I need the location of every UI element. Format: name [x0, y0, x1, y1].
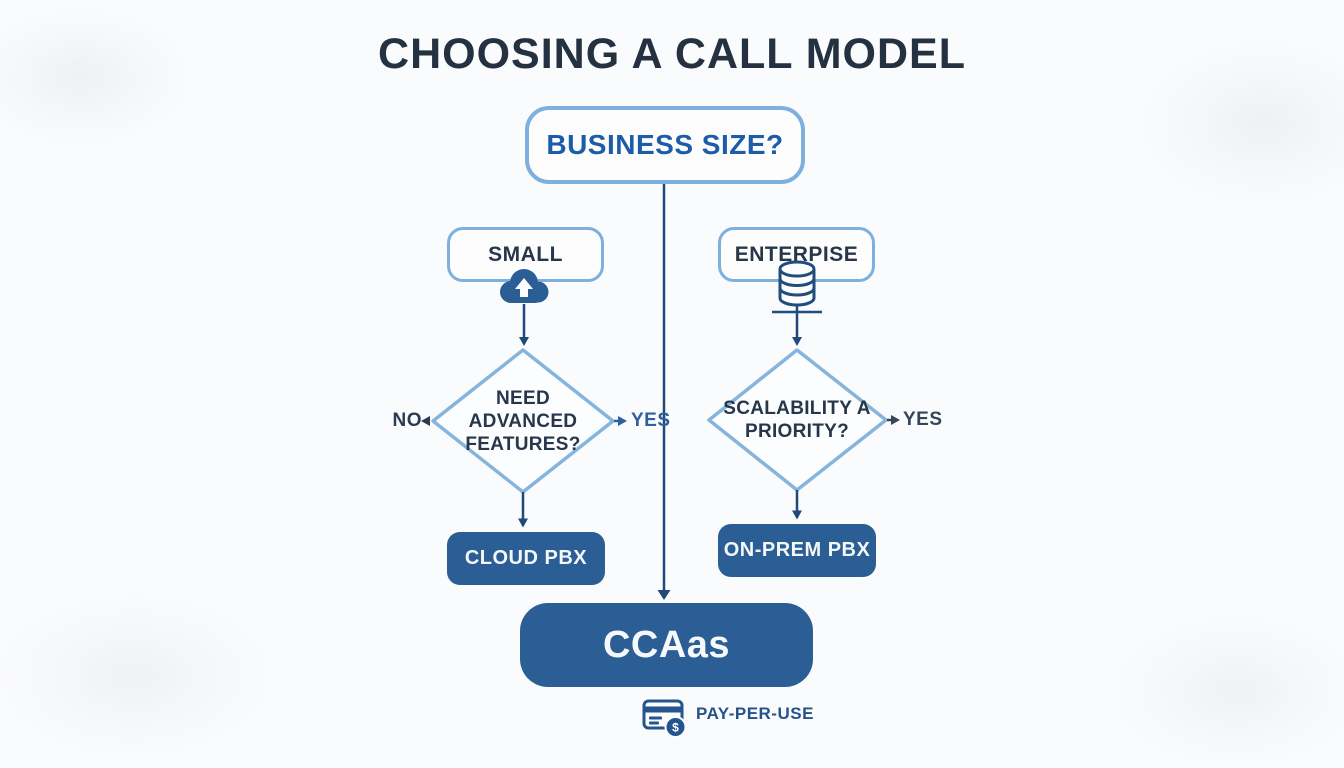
decision-scalability-line2: PRIORITY? [744, 421, 850, 442]
decision-features-text: NEED ADVANCED FEATURES? [433, 387, 613, 456]
node-ccaas-label: CCAas [602, 623, 731, 666]
node-cloud-pbx: CLOUD PBX [447, 532, 605, 585]
arrowhead-yes-right-icon [891, 415, 900, 425]
node-enterprise-label: ENTERPISE [734, 242, 859, 266]
decision-scalability-text: SCALABILITY A PRIORITY? [707, 397, 887, 443]
decision-features-line1: NEED [496, 388, 550, 409]
arrowhead-yes-left-icon [618, 416, 627, 426]
dollar-sign-glyph: $ [672, 721, 679, 735]
cloud-upload-icon [500, 269, 549, 303]
decision-features-line3: FEATURES? [465, 434, 581, 455]
edge-label-no: NO [392, 410, 422, 431]
decision-features-line2: ADVANCED [468, 411, 578, 432]
node-onprem-pbx: ON-PREM PBX [718, 524, 876, 577]
node-business-size: BUSINESS SIZE? [525, 106, 805, 184]
node-onprem-pbx-label: ON-PREM PBX [723, 539, 871, 561]
arrowhead-onprem-icon [792, 510, 802, 520]
arrowhead-trunk-down-icon [657, 590, 671, 600]
page-title: CHOOSING A CALL MODEL [378, 30, 966, 78]
node-cloud-pbx-label: CLOUD PBX [464, 547, 588, 569]
node-small-label: SMALL [488, 242, 563, 266]
credit-card-dollar-icon: $ [642, 699, 687, 738]
arrowhead-right-diamond-icon [792, 337, 802, 346]
edge-label-yes-right: YES [903, 409, 943, 430]
edge-label-yes-left: YES [631, 410, 671, 431]
node-ccaas: CCAas [520, 603, 813, 687]
pay-per-use-label: PAY-PER-USE [696, 704, 814, 723]
node-business-size-label: BUSINESS SIZE? [546, 129, 784, 160]
arrowhead-cloudpbx-icon [518, 518, 528, 528]
database-icon [772, 260, 822, 314]
decision-scalability-line1: SCALABILITY A [723, 398, 871, 419]
arrowhead-no-icon [421, 416, 430, 426]
arrowhead-left-diamond-icon [519, 337, 529, 346]
